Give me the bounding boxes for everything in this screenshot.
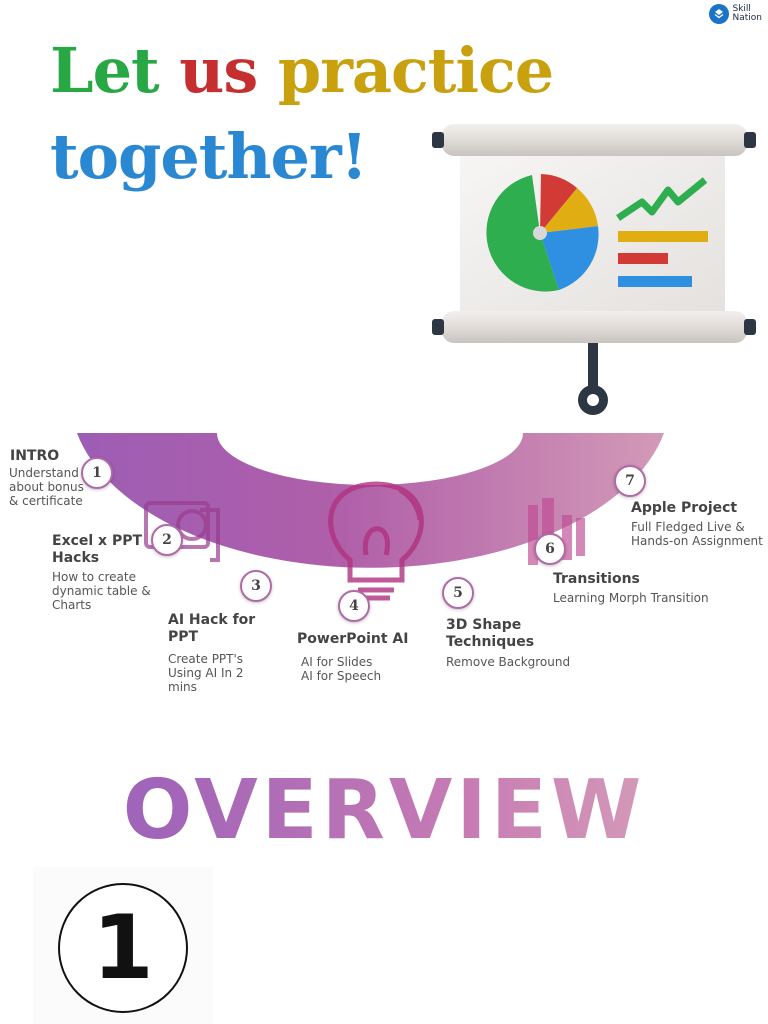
step-3-title: AI Hack for PPT [168, 612, 256, 645]
step-5-marker: 5 [442, 577, 474, 609]
step-3-desc: Create PPT's Using AI In 2 mins [168, 652, 244, 694]
title-line-1: Let us practice [50, 28, 554, 114]
step-1-marker: 1 [81, 457, 113, 489]
step-6-desc: Learning Morph Transition [553, 591, 709, 605]
roadmap-arc [77, 433, 664, 601]
presentation-easel-icon [432, 124, 756, 415]
step-2-desc: How to create dynamic table & Charts [52, 570, 151, 612]
step-5-desc: Remove Background [446, 655, 571, 669]
step-7-title: Apple Project [631, 500, 738, 516]
title-word-together: together! [50, 120, 368, 193]
step-6-title: Transitions [553, 571, 640, 587]
step-7-desc: Full Fledged Live & Hands-on Assignment [631, 520, 763, 548]
title-word-let: Let [50, 34, 160, 107]
step-1-desc: Understand about bonus & certificate [9, 466, 84, 508]
step-2-title: Excel x PPT Hacks [52, 533, 143, 566]
section-number-badge: 1 [58, 883, 188, 1013]
brand-name-line2: Nation [732, 13, 763, 23]
step-4-desc: AI for Slides AI for Speech [301, 655, 382, 683]
title-word-us: us [179, 34, 258, 107]
step-6-marker: 6 [534, 533, 566, 565]
step-1-title: INTRO [10, 448, 60, 464]
lightbulb-icon [328, 481, 424, 601]
step-2-marker: 2 [151, 524, 183, 556]
page-title: Let us practice together! [50, 28, 554, 200]
overview-heading: OVERVIEW [0, 770, 768, 852]
brand-logo: Skill Nation [708, 4, 763, 24]
skill-nation-logo-icon [708, 4, 729, 24]
brand-name-line1: Skill [732, 4, 751, 14]
title-line-2: together! [50, 114, 553, 200]
step-7-marker: 7 [614, 465, 646, 497]
step-5-title: 3D Shape Techniques [446, 617, 535, 650]
step-4-marker: 4 [338, 590, 370, 622]
step-4-title: PowerPoint AI [297, 631, 409, 647]
title-word-practice: practice [277, 34, 554, 107]
brand-name: Skill Nation [733, 5, 763, 23]
step-3-marker: 3 [240, 570, 272, 602]
